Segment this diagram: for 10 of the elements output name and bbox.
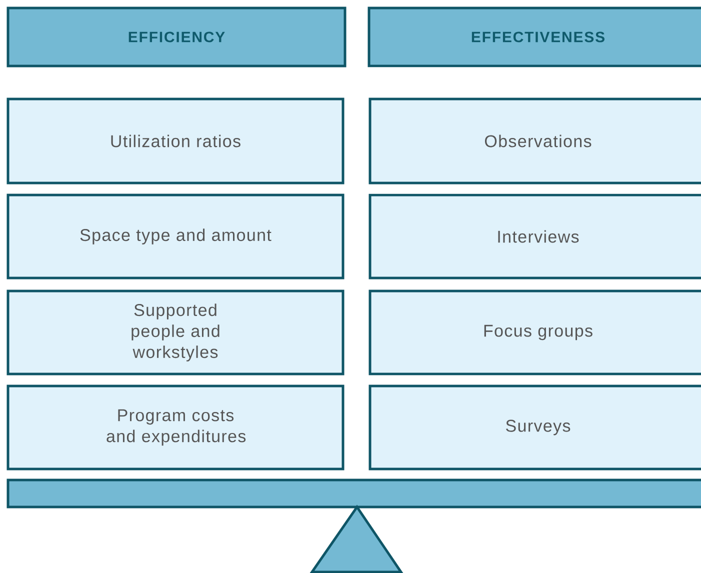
metric-box: Interviews xyxy=(368,194,701,280)
header-box: EFFECTIVENESS xyxy=(368,6,701,68)
metric-box: Supported people and workstyles xyxy=(6,290,344,376)
metric-box: Observations xyxy=(368,98,701,184)
metric-box: Surveys xyxy=(368,384,701,470)
metric-box: Program costs and expenditures xyxy=(6,384,344,470)
metric-box: Space type and amount xyxy=(6,194,344,280)
metric-box: Focus groups xyxy=(368,290,701,376)
header-box: EFFICIENCY xyxy=(6,6,346,68)
metric-box: Utilization ratios xyxy=(6,98,344,184)
